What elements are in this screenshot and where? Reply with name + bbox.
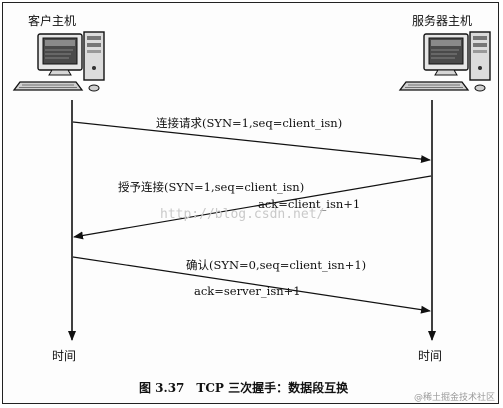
server-time-label: 时间 xyxy=(418,349,442,363)
blog-watermark: http://blog.csdn.net/ xyxy=(160,207,324,222)
syn-ack-arrow xyxy=(73,175,432,240)
client-host-label: 客户主机 xyxy=(28,13,76,28)
ack-arrow xyxy=(72,256,431,314)
ack-label: 确认(SYN=0,seq=client_isn+1) xyxy=(186,258,366,272)
syn-ack-ack-label: ack=client_isn+1 xyxy=(258,197,360,211)
syn-ack-label: 授予连接(SYN=1,seq=client_isn) xyxy=(118,180,304,194)
corner-watermark: @稀土掘金技术社区 xyxy=(414,391,495,403)
figure-caption: 图 3.37 TCP 三次握手：数据段互换 xyxy=(139,380,349,395)
client-time-label: 时间 xyxy=(52,349,76,363)
client-computer-icon xyxy=(13,31,105,92)
syn-arrow xyxy=(72,121,431,164)
server-computer-icon xyxy=(399,31,491,92)
syn-label: 连接请求(SYN=1,seq=client_isn) xyxy=(156,116,342,130)
server-host-label: 服务器主机 xyxy=(412,13,472,28)
ack-ack-label: ack=server_isn+1 xyxy=(194,284,301,298)
